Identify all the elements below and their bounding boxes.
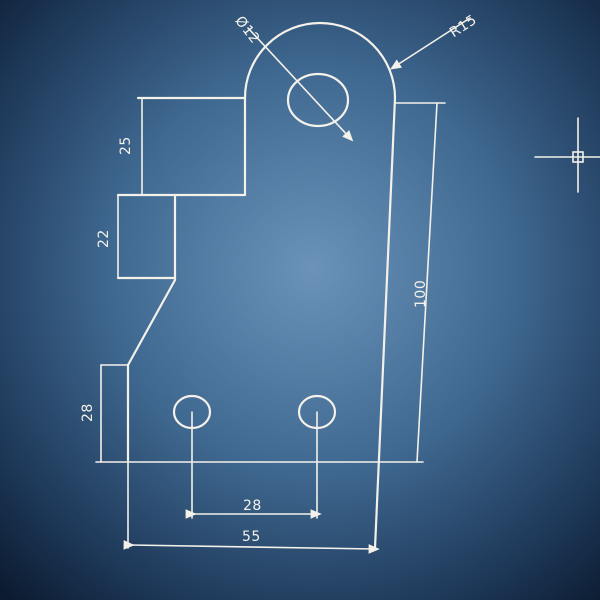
diameter-leader [247,27,354,142]
dim-line-100 [416,102,438,463]
radius-leader [389,17,471,70]
dim-label-100: 100 [413,280,429,308]
dim-label-25: 25 [118,136,134,155]
dim-label-hole-spacing: 28 [243,498,262,514]
dim-line-55 [123,540,380,554]
dim-label-55: 55 [242,529,261,545]
top-hole [286,72,350,128]
dim-label-22: 22 [96,229,112,248]
dim-label-28-vertical: 28 [80,403,96,422]
part-outline [126,21,397,550]
crosshair-cursor-icon [534,117,600,193]
